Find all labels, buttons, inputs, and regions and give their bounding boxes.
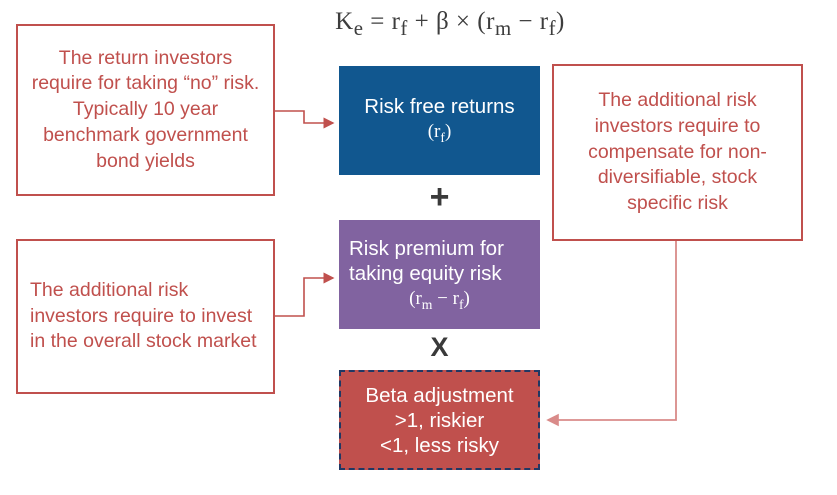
- callout-risk-free-text: The return investors require for taking …: [31, 46, 260, 172]
- rf-symbol-prefix: (r: [427, 121, 441, 143]
- formula-term3-subscript: f: [548, 16, 557, 40]
- mrp-symbol-suffix: ): [463, 287, 470, 309]
- mrp-symbol-subscript-m: m: [421, 296, 433, 312]
- formula-close-paren: ): [556, 8, 565, 35]
- risk-free-returns-label: Risk free returns: [364, 95, 515, 119]
- beta-adjustment-line-3: <1, less risky: [379, 433, 500, 457]
- beta-adjustment-line-2: >1, riskier: [394, 408, 485, 432]
- formula-lhs-subscript: e: [353, 16, 364, 40]
- connector-risk-free-note-to-box: [275, 110, 335, 129]
- connector-beta-note-to-box: [546, 241, 677, 427]
- mrp-symbol-subscript-f: f: [458, 296, 464, 312]
- capm-formula: Ke = rf + β × (rm − rf): [300, 8, 600, 41]
- beta-adjustment-line-1: Beta adjustment: [365, 383, 514, 407]
- box-risk-premium: Risk premium for taking equity risk (rm …: [339, 220, 540, 329]
- formula-beta: β: [435, 8, 450, 35]
- risk-premium-label: Risk premium for taking equity risk: [349, 236, 504, 285]
- formula-term1-subscript: f: [400, 16, 408, 40]
- callout-market-risk-premium-text: The additional risk investors require to…: [30, 278, 257, 353]
- formula-minus: −: [518, 8, 533, 35]
- formula-times: ×: [455, 8, 471, 35]
- formula-plus: +: [414, 8, 430, 35]
- formula-term1: r: [391, 8, 401, 35]
- operator-times: X: [430, 332, 449, 362]
- box-beta-adjustment: Beta adjustment >1, riskier <1, less ris…: [339, 370, 540, 470]
- formula-term2: r: [486, 8, 495, 35]
- rf-symbol-suffix: ): [444, 121, 452, 143]
- operator-plus: +: [429, 178, 450, 216]
- formula-lhs: K: [335, 8, 354, 35]
- connector-market-premium-note-to-box: [275, 272, 335, 317]
- rf-symbol-subscript: f: [440, 130, 445, 146]
- formula-open-paren: (: [477, 8, 487, 35]
- callout-market-risk-premium-note: The additional risk investors require to…: [16, 239, 275, 394]
- box-risk-free-returns: Risk free returns (rf): [339, 66, 540, 175]
- formula-equals: =: [370, 8, 385, 35]
- formula-term3: r: [539, 8, 549, 35]
- mrp-symbol-mid: − r: [432, 287, 459, 309]
- callout-beta-note: The additional risk investors require to…: [552, 64, 803, 241]
- formula-term2-subscript: m: [494, 16, 512, 40]
- mrp-symbol-prefix: (r: [409, 287, 422, 309]
- risk-free-returns-symbol: (rf): [349, 120, 530, 146]
- callout-beta-text: The additional risk investors require to…: [588, 89, 767, 215]
- risk-premium-symbol: (rm − rf): [349, 287, 530, 313]
- callout-risk-free-note: The return investors require for taking …: [16, 24, 275, 196]
